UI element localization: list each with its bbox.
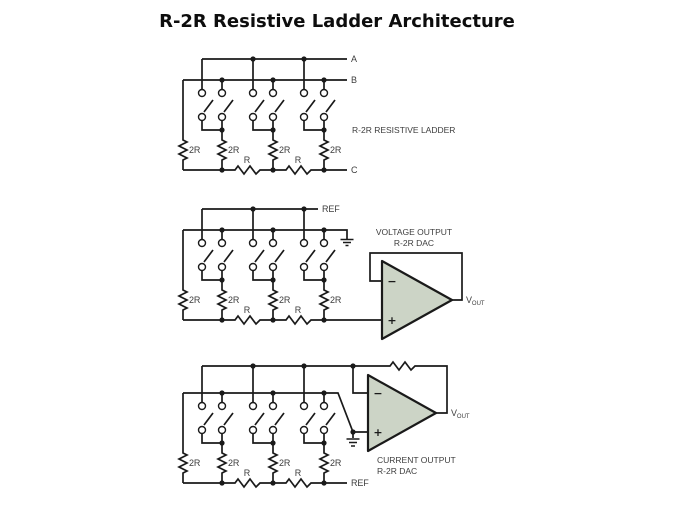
ladder-diagram: A B C 2R 2R 2R 2R R R R-2R RESISTIVE LAD…: [177, 54, 455, 176]
ground-bus-wire: [183, 229, 348, 240]
voltage-dac-caption-line2: R-2R DAC: [394, 238, 434, 248]
resistor-2r-label: 2R: [228, 295, 240, 305]
terminal-b-label: B: [351, 75, 357, 85]
resistor-2r-label: 2R: [330, 295, 342, 305]
terminator-2r-resistor: [177, 80, 189, 170]
spdt-switch-pair: [248, 238, 285, 321]
terminator-2r-resistor: [177, 393, 189, 483]
junction-dots: [219, 363, 356, 486]
opamp-minus-label: −: [373, 387, 382, 400]
opamp-plus-label: +: [387, 314, 396, 327]
feedback-loop-wire: [369, 252, 463, 301]
resistor-2r-label: 2R: [279, 295, 291, 305]
ref-label: REF: [322, 204, 340, 214]
resistor-2r-label: 2R: [279, 458, 291, 468]
current-dac-caption-line2: R-2R DAC: [377, 466, 417, 476]
resistor-2r-label: 2R: [189, 458, 201, 468]
resistor-2r-label: 2R: [228, 458, 240, 468]
opamp-triangle: [380, 259, 454, 341]
ground-symbol: [340, 238, 354, 247]
resistor-2r-label: 2R: [330, 458, 342, 468]
spdt-switch-pair: [197, 401, 234, 484]
spdt-switch-pair: [248, 401, 285, 484]
voltage-dac-diagram: − + REF VOUT VOLTAGE OUTPUT R-2R DAC: [177, 204, 485, 341]
opamp-plus-label: +: [373, 426, 382, 439]
spdt-switch-pair: [197, 88, 234, 171]
terminal-c-label: C: [351, 165, 358, 175]
voltage-dac-caption-line1: VOLTAGE OUTPUT: [376, 227, 452, 237]
junction-dots: [219, 56, 327, 173]
resistor-r-label: R: [295, 155, 302, 165]
resistor-2r-label: 2R: [189, 295, 201, 305]
current-dac-diagram: − + VOUT REF 2R 2R 2R 2R R R CURRENT OUT…: [177, 360, 470, 489]
resistor-r-label: R: [295, 468, 302, 478]
spdt-switch-pair: [299, 88, 336, 171]
ref-label: REF: [351, 478, 369, 488]
resistor-r-label: R: [244, 468, 251, 478]
resistor-2r-label: 2R: [228, 145, 240, 155]
spdt-switch-pair: [248, 88, 285, 171]
terminal-a-label: A: [351, 54, 357, 64]
opamp-minus-label: −: [387, 275, 396, 288]
second-bus-wire: [183, 392, 368, 438]
ref-bus-wire: [201, 208, 318, 240]
vout-label: VOUT: [466, 295, 485, 307]
terminator-2r-resistor: [177, 230, 189, 320]
page-title: R-2R Resistive Ladder Architecture: [159, 11, 515, 32]
resistor-2r-label: 2R: [330, 145, 342, 155]
resistor-r-label: R: [244, 155, 251, 165]
current-dac-caption-line1: CURRENT OUTPUT: [377, 455, 456, 465]
resistor-r-label: R: [295, 305, 302, 315]
resistor-r-label: R: [244, 305, 251, 315]
spdt-switch-pair: [197, 238, 234, 321]
voltage-dac-resistor-labels: 2R 2R 2R 2R R R: [189, 295, 342, 315]
junction-dots: [219, 206, 327, 323]
ground-symbol: [346, 438, 360, 447]
resistor-2r-label: 2R: [279, 145, 291, 155]
bus-a-wire: [201, 58, 347, 90]
top-bus-wire-with-feedback-resistor: [201, 360, 448, 414]
resistor-2r-label: 2R: [189, 145, 201, 155]
ladder-caption: R-2R RESISTIVE LADDER: [352, 125, 455, 135]
vout-label: VOUT: [451, 408, 470, 420]
spdt-switch-pair: [299, 238, 336, 321]
bus-b-wire: [183, 79, 347, 90]
bottom-bus-wire-with-r-resistors: [183, 314, 382, 326]
opamp-triangle: [366, 373, 438, 453]
spdt-switch-pair: [299, 401, 336, 484]
